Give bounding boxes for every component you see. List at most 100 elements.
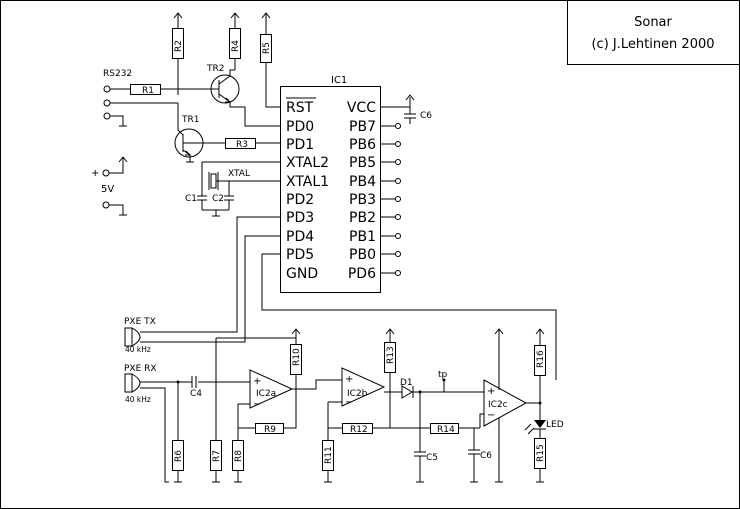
ic2a-label: IC2a (256, 389, 276, 399)
pin-pb6: PB6 (349, 137, 376, 153)
ic2b-label: IC2b (347, 389, 368, 399)
c5-capacitor: C5 (414, 392, 438, 483)
r1-resistor (130, 84, 161, 95)
xtal-label: XTAL (228, 169, 250, 179)
pin-rst: RST (286, 100, 314, 116)
r7-resistor: R7 (210, 337, 296, 483)
r2-label: R2 (174, 40, 184, 52)
pxe-rx: PXE RX 40 kHz C4 (124, 364, 250, 483)
d1-label: D1 (400, 378, 413, 388)
r3-resistor (225, 138, 256, 149)
r11-label: R11 (324, 446, 334, 464)
ic1-body (280, 86, 381, 293)
r15-resistor: R15 (534, 438, 546, 483)
r14-label: R14 (437, 425, 455, 435)
rs232-connector: R1 (103, 84, 210, 127)
ic1-pin-stubs (380, 106, 410, 276)
r8-label: R8 (234, 450, 244, 462)
c6-label: C6 (480, 451, 492, 461)
r9-label: R9 (264, 425, 276, 435)
svg-text:+: + (253, 376, 261, 387)
rs232-pin3 (103, 112, 111, 120)
r2-resistor: R2 (172, 12, 184, 95)
ic2a-opamp: + − IC2a R9 (237, 338, 342, 435)
ic1-label: IC1 (331, 75, 347, 86)
ic2c-opamp: + − IC2c (479, 328, 540, 483)
pin-pb4: PB4 (349, 174, 376, 190)
pin-pd5: PD5 (286, 247, 314, 263)
r13-resistor: R13 (384, 328, 396, 392)
power-connector: + 5V (91, 156, 128, 216)
r12-resistor (342, 423, 373, 434)
c6-capacitor: C6 (468, 428, 492, 483)
ic2b-opamp: + − IC2b R12 (327, 367, 480, 440)
pxe-rx-label: PXE RX (124, 364, 157, 374)
ic2c-label: IC2c (488, 400, 508, 410)
pin-pb7: PB7 (349, 119, 376, 135)
pin-pb0: PB0 (349, 247, 376, 263)
r4-resistor: R4 (229, 12, 241, 70)
tp-label: tp (438, 370, 448, 380)
c5-label: C5 (426, 453, 438, 463)
tr1-label: TR1 (181, 115, 199, 125)
r12-label: R12 (350, 425, 368, 435)
xtal-crystal (210, 173, 217, 189)
pin-pb3: PB3 (349, 192, 376, 208)
r11-resistor: R11 (322, 440, 334, 483)
led: LED (524, 420, 564, 438)
tr1-transistor: R3 TR1 (174, 115, 280, 163)
test-point: tp (438, 370, 448, 392)
r4-label: R4 (231, 40, 241, 52)
pin-pd6: PD6 (348, 266, 376, 282)
pin-pb1: PB1 (349, 229, 376, 245)
pin-pd2: PD2 (286, 192, 314, 208)
r10-resistor: R10 (290, 328, 302, 375)
ic1-right-pin-labels: VCC PB7 PB6 PB5 PB4 PB3 PB2 PB1 PB0 PD6 (347, 100, 376, 282)
pxe-rx-freq: 40 kHz (125, 395, 151, 404)
svg-text:−: − (345, 397, 353, 408)
title-block-frame (567, 0, 740, 65)
r5-label: R5 (262, 42, 272, 54)
pin-gnd: GND (286, 266, 318, 282)
r8-resistor: R8 (232, 403, 250, 483)
svg-text:−: − (487, 410, 495, 421)
c4-label: C4 (190, 389, 202, 399)
rs232-label: RS232 (103, 69, 132, 79)
r6-resistor: R6 (172, 440, 184, 483)
tr2-label: TR2 (206, 64, 224, 74)
rs232-pin1 (103, 85, 111, 93)
svg-text:+: + (345, 374, 353, 385)
led-label: LED (546, 420, 564, 430)
pin-pd1: PD1 (286, 137, 314, 153)
tr2-transistor: TR2 (206, 64, 280, 127)
pin-pd3: PD3 (286, 210, 314, 226)
r14-resistor: R14 (430, 423, 459, 435)
c3-capacitor: C6 (404, 94, 432, 124)
pd5-line (261, 253, 557, 380)
pin-pd0: PD0 (286, 119, 314, 135)
pin-pb5: PB5 (349, 155, 376, 171)
title: Sonar (634, 15, 672, 30)
svg-text:+: + (487, 386, 495, 397)
r1-label: R1 (142, 86, 154, 96)
r7-label: R7 (212, 450, 222, 462)
pxe-tx: PXE TX 40 kHz (124, 216, 280, 354)
r13-label: R13 (386, 346, 396, 364)
r10-label: R10 (292, 348, 302, 366)
pxe-tx-label: PXE TX (124, 317, 156, 327)
c2-label: C2 (212, 194, 224, 204)
r16-label: R16 (536, 350, 546, 368)
copyright: (c) J.Lehtinen 2000 (591, 37, 714, 52)
c1-label: C1 (185, 194, 197, 204)
r16-resistor: R16 (534, 328, 546, 420)
rs232-pin2 (103, 99, 111, 107)
pin-xtal1: XTAL1 (286, 174, 329, 190)
pin-pb2: PB2 (349, 210, 376, 226)
svg-text:−: − (253, 399, 261, 410)
r6-label: R6 (174, 450, 184, 462)
r15-label: R15 (536, 444, 546, 462)
power-plus: + (91, 168, 99, 179)
pin-pd4: PD4 (286, 229, 314, 245)
pin-vcc: VCC (347, 100, 376, 116)
